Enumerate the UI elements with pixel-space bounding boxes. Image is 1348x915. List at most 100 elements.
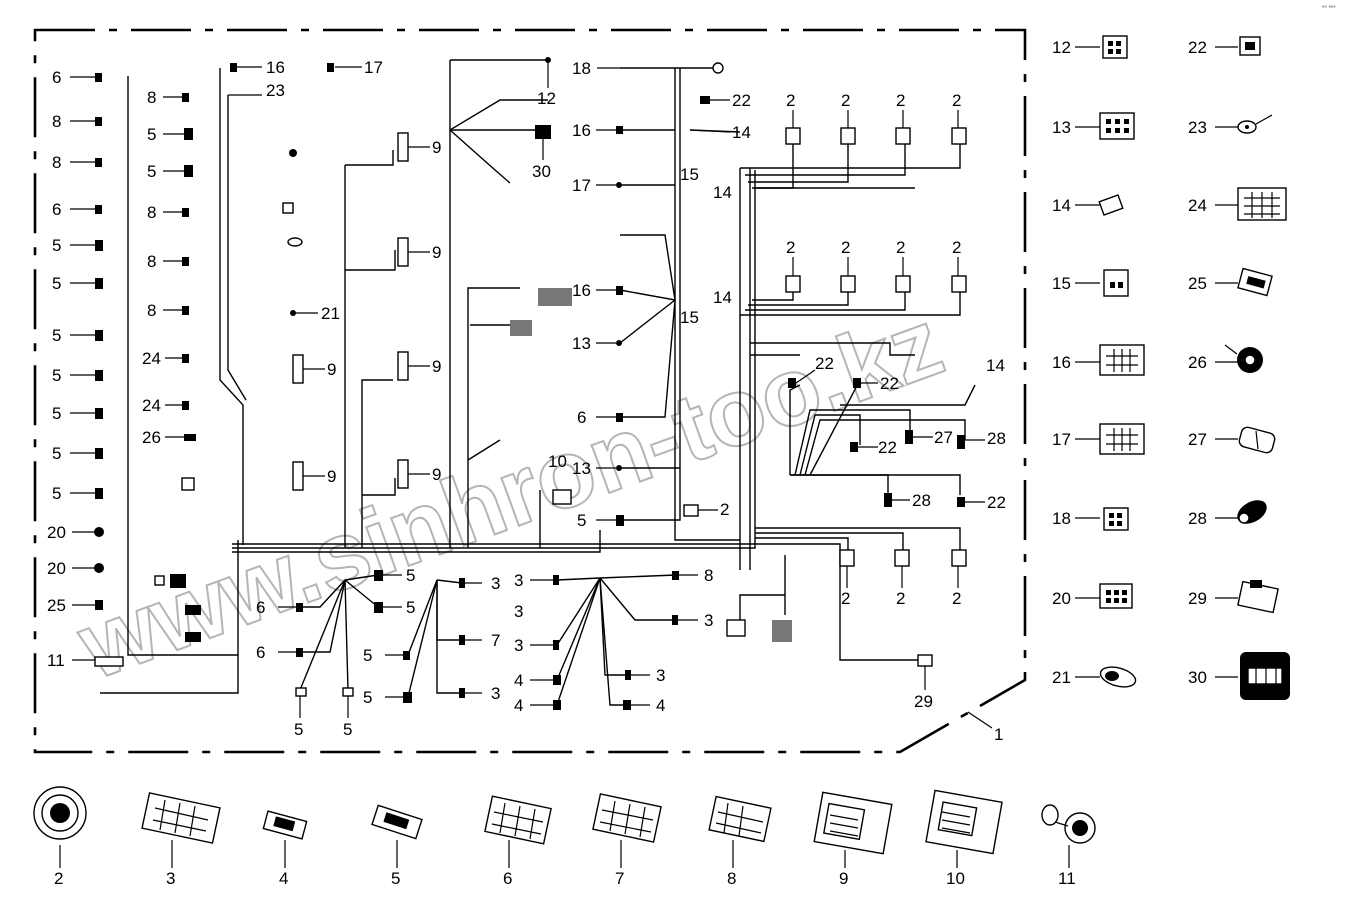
- callout-6: 6: [256, 643, 265, 662]
- legend-label: 5: [391, 869, 400, 888]
- callout-16: 16: [572, 281, 591, 300]
- callout-12: 12: [537, 89, 556, 108]
- round-plug-icon: [1041, 804, 1096, 844]
- callout-5: 5: [147, 125, 156, 144]
- callout-29: 29: [914, 692, 933, 711]
- ecu-connector-icon: [925, 789, 1003, 855]
- legend-label: 11: [1058, 869, 1076, 888]
- callout-3: 3: [656, 666, 665, 685]
- callout-2: 2: [786, 91, 795, 110]
- callout-26: 26: [142, 428, 161, 447]
- connector-long-icon: [141, 792, 221, 844]
- callout-8: 8: [147, 203, 156, 222]
- sealed-plug-icon: [1237, 500, 1267, 524]
- callout-5: 5: [147, 162, 156, 181]
- callout-5: 5: [52, 326, 61, 345]
- callout-14: 14: [713, 183, 732, 202]
- callout-22: 22: [815, 354, 834, 373]
- callout-22: 22: [878, 438, 897, 457]
- round-connector-icon: [33, 786, 87, 840]
- legend-label: 13: [1052, 118, 1071, 137]
- callout-6: 6: [577, 408, 586, 427]
- connector-angled-icon: [1237, 267, 1273, 297]
- legend-label: 27: [1188, 430, 1207, 449]
- legend-label: 10: [946, 869, 965, 888]
- callout-2: 2: [841, 589, 850, 608]
- callout-4: 4: [514, 696, 523, 715]
- connector-10pin-icon: [1099, 423, 1145, 455]
- callout-5: 5: [406, 566, 415, 585]
- ring-terminal-icon: [1237, 114, 1273, 134]
- connector-2pin-icon: [1103, 269, 1129, 297]
- callout-10: 10: [548, 452, 567, 471]
- callout-8: 8: [147, 88, 156, 107]
- callout-5: 5: [406, 598, 415, 617]
- callout-16: 16: [266, 58, 285, 77]
- callout-2: 2: [952, 589, 961, 608]
- callout-4: 4: [656, 696, 665, 715]
- callout-2: 2: [952, 238, 961, 257]
- callout-6: 6: [256, 598, 265, 617]
- callout-13: 13: [572, 459, 591, 478]
- connector-6pin-icon: [1102, 35, 1128, 59]
- legend-label: 7: [615, 869, 624, 888]
- callout-numbers: 6 8 8 6 5 5 5 5 5 5 5 20 20 25 11 8 5 5 …: [47, 58, 1006, 744]
- callout-5: 5: [52, 404, 61, 423]
- callout-9: 9: [432, 465, 441, 484]
- callout-8: 8: [52, 153, 61, 172]
- callout-9: 9: [327, 360, 336, 379]
- callout-8: 8: [52, 112, 61, 131]
- callout-14: 14: [713, 288, 732, 307]
- callout-13: 13: [572, 334, 591, 353]
- callout-3: 3: [704, 611, 713, 630]
- wire-trunks: [100, 59, 976, 706]
- connector-small-icon: [1239, 36, 1261, 56]
- sealed-connector-icon: [1238, 426, 1276, 454]
- callout-2: 2: [841, 238, 850, 257]
- legend-label: 9: [839, 869, 848, 888]
- legend-label: 30: [1188, 668, 1207, 687]
- harness-frame: [33, 28, 1027, 754]
- callout-5: 5: [52, 236, 61, 255]
- connector-10pin-icon: [708, 795, 772, 843]
- callout-5: 5: [363, 688, 372, 707]
- callout-16: 16: [572, 121, 591, 140]
- callout-leaders: [59, 46, 1238, 868]
- callout-8: 8: [147, 301, 156, 320]
- callout-2: 2: [896, 238, 905, 257]
- callout-15: 15: [680, 165, 699, 184]
- callout-9: 9: [432, 357, 441, 376]
- connector-block-icon: [1237, 580, 1279, 614]
- callout-24: 24: [142, 396, 161, 415]
- callout-20: 20: [47, 523, 66, 542]
- callout-15: 15: [680, 308, 699, 327]
- callout-2: 2: [896, 91, 905, 110]
- connector-12pin-icon: [484, 795, 552, 845]
- ecu-connector-icon: [1240, 652, 1290, 700]
- legend-label: 4: [279, 869, 288, 888]
- legend-label: 2: [54, 869, 63, 888]
- callout-14: 14: [732, 123, 751, 142]
- callout-2: 2: [841, 91, 850, 110]
- callout-5: 5: [577, 511, 586, 530]
- callout-23: 23: [266, 81, 285, 100]
- callout-3: 3: [491, 574, 500, 593]
- callout-20: 20: [47, 559, 66, 578]
- legend-label: 14: [1052, 196, 1071, 215]
- callout-28: 28: [912, 491, 931, 510]
- callout-8: 8: [147, 252, 156, 271]
- legend-label: 28: [1188, 509, 1207, 528]
- callout-28: 28: [987, 429, 1006, 448]
- callout-5: 5: [52, 366, 61, 385]
- connector-6pin-icon: [1099, 583, 1133, 609]
- callout-2: 2: [896, 589, 905, 608]
- legend-right: 12 22 13 23 14 24 15 25 16 26 17 27 18 2…: [1052, 35, 1290, 700]
- callout-5: 5: [52, 444, 61, 463]
- legend-label: 29: [1188, 589, 1207, 608]
- callout-8: 8: [704, 566, 713, 585]
- connector-4pin-icon: [1103, 507, 1129, 531]
- connector-small-icon: [262, 810, 308, 840]
- callout-5: 5: [52, 484, 61, 503]
- callout-22: 22: [880, 374, 899, 393]
